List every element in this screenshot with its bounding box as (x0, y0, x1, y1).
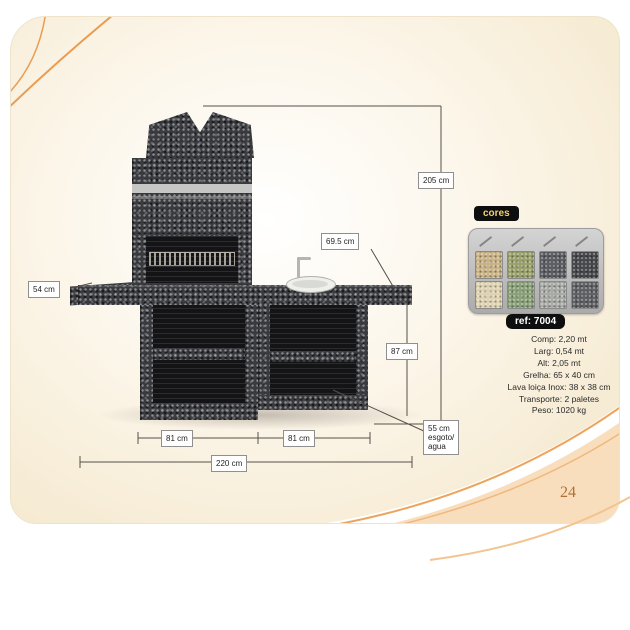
sink-basin (292, 280, 328, 288)
spec-line: Alt: 2,05 mt (537, 357, 581, 368)
firebox-hood (132, 234, 252, 285)
right-cabinet (258, 303, 368, 410)
left-cabinet (140, 303, 258, 420)
faucet-stem (297, 257, 300, 278)
grill-rack (149, 252, 235, 266)
right-cabinet-right-pillar (356, 303, 368, 410)
right-cabinet-interior (270, 303, 356, 395)
left-cabinet-right-pillar (245, 303, 258, 420)
chimney-light-band (132, 184, 252, 193)
left-cabinet-left-pillar (140, 303, 153, 420)
chimney-thin-band (132, 196, 252, 199)
color-swatch (571, 281, 599, 309)
drain-note-line2: esgoto/ (428, 433, 455, 442)
dim-right-module-width: 81 cm (283, 430, 315, 447)
right-cabinet-left-pillar (258, 303, 270, 410)
color-swatch (539, 281, 567, 309)
countertop (78, 285, 412, 305)
dim-drain-note: 55 cm esgoto/ agua (423, 420, 460, 455)
drain-note-line1: 55 cm (428, 424, 450, 433)
product-specs: Comp: 2,20 mt Larg: 0,54 mt Alt: 2,05 mt… (486, 334, 630, 417)
firebox-opening (146, 236, 238, 283)
swatch-label-mark (479, 236, 492, 247)
swatch-label-mark (543, 236, 556, 247)
left-cabinet-shelf (153, 348, 245, 360)
dim-base-height: 87 cm (386, 343, 418, 360)
dim-depth: 54 cm (28, 281, 60, 298)
spec-line: Transporte: 2 paletes (518, 393, 599, 404)
page-number: 24 (560, 484, 576, 501)
dim-left-module-width: 81 cm (161, 430, 193, 447)
color-swatch (571, 251, 599, 279)
chimney-body (132, 158, 252, 234)
inox-sink (286, 276, 336, 293)
cores-title-badge: cores (474, 206, 519, 221)
color-swatch (539, 251, 567, 279)
ref-badge: ref: 7004 (506, 314, 566, 329)
faucet-spout (297, 257, 311, 260)
color-swatch (507, 281, 535, 309)
left-cabinet-base (140, 403, 258, 420)
swatch-label-mark (575, 236, 588, 247)
swatch-label-mark (511, 236, 524, 247)
color-swatch (475, 281, 503, 309)
dim-total-height: 205 cm (418, 172, 455, 189)
color-swatch (507, 251, 535, 279)
dim-total-width: 220 cm (211, 455, 248, 472)
color-swatch (475, 251, 503, 279)
spec-line: Peso: 1020 kg (531, 405, 587, 416)
drain-note-line3: agua (428, 442, 446, 451)
right-cabinet-shelf (270, 351, 356, 362)
spec-line: Larg: 0,54 mt (533, 345, 585, 356)
spec-line: Grelha: 65 x 40 cm (523, 369, 595, 380)
right-cabinet-base (258, 395, 368, 410)
spec-line: Comp: 2,20 mt (531, 334, 587, 344)
spec-line: Lava loiça Inox: 38 x 38 cm (507, 381, 611, 392)
color-swatch-panel (468, 228, 604, 314)
dim-sink-section-width: 69.5 cm (321, 233, 360, 250)
